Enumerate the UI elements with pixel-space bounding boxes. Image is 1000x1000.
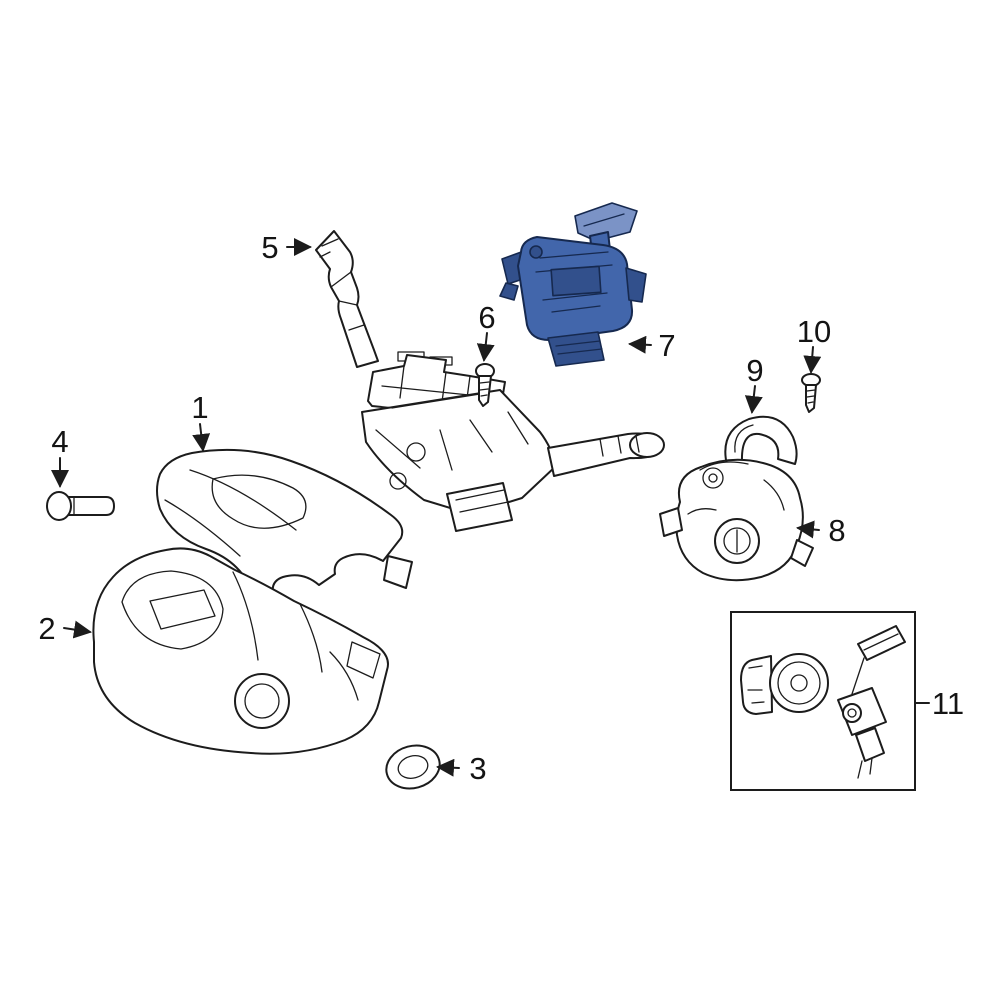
part-9-clamp-drawing xyxy=(724,415,798,466)
callout-8: 8 xyxy=(828,513,845,548)
callout-7-arrow xyxy=(628,335,652,354)
callout-arrows xyxy=(51,238,930,777)
callout-9: 9 xyxy=(746,353,763,388)
callout-4: 4 xyxy=(51,424,68,459)
callout-6-arrow xyxy=(476,332,495,362)
callout-7: 7 xyxy=(658,328,675,363)
callout-10: 10 xyxy=(797,314,831,349)
callout-2-arrow xyxy=(63,620,92,639)
part-4-bolt-drawing xyxy=(46,491,115,521)
part-2-lower-cover-drawing xyxy=(92,547,389,755)
callout-5: 5 xyxy=(261,230,278,265)
multifunction-switch-body-drawing xyxy=(361,351,665,532)
part-1-upper-cover-drawing xyxy=(156,448,413,598)
part-11-boxed-switch-drawing xyxy=(730,611,916,791)
callout-3: 3 xyxy=(469,751,486,786)
callout-11: 11 xyxy=(932,686,964,721)
callout-1-arrow xyxy=(192,423,211,452)
callout-labels: 1 2 3 4 5 6 7 8 9 10 11 xyxy=(38,230,964,786)
part-10-screw-drawing xyxy=(801,373,821,413)
part-8-lock-housing-drawing xyxy=(659,458,814,582)
callout-3-arrow xyxy=(436,758,460,777)
callout-1: 1 xyxy=(191,390,208,425)
callout-8-arrow xyxy=(796,520,820,539)
part-3-ring-drawing xyxy=(385,744,441,790)
callout-9-arrow xyxy=(744,385,763,414)
part-6-screw-drawing xyxy=(475,363,495,407)
part-7-highlighted-module-drawing xyxy=(499,202,647,367)
callout-2: 2 xyxy=(38,611,55,646)
callout-10-arrow xyxy=(803,346,822,374)
part-5-stalk-drawing xyxy=(315,230,379,368)
callout-6: 6 xyxy=(478,300,495,335)
